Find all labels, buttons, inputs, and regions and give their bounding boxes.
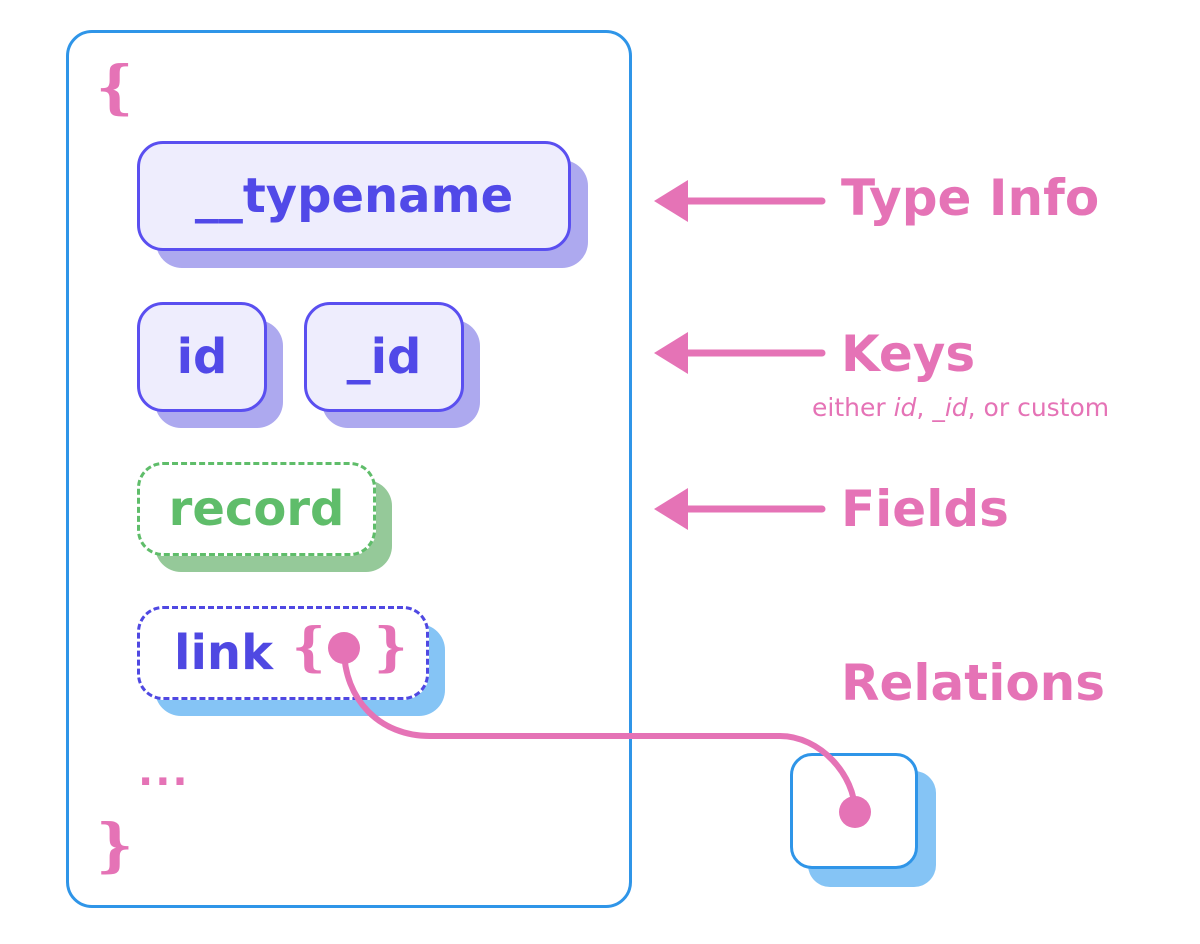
- keys-subtitle: either id, _id, or custom: [812, 395, 1109, 420]
- typename-chip: __typename: [137, 141, 571, 251]
- link-close-brace: }: [374, 617, 408, 678]
- more-fields-ellipsis: ...: [138, 749, 190, 795]
- keys-sub-sep: ,: [916, 393, 933, 422]
- keys-sub-underscore-id: _id: [932, 393, 968, 422]
- link-open-brace: {: [292, 617, 326, 678]
- keys-sub-prefix: either: [812, 393, 894, 422]
- id-label: id: [176, 329, 228, 385]
- relation-connector: [341, 645, 858, 815]
- underscore-id-label: _id: [346, 329, 422, 385]
- record-chip: record: [137, 462, 376, 556]
- arrow-keys: [654, 332, 826, 374]
- id-chip: id: [137, 302, 267, 412]
- arrow-type-info: [654, 180, 826, 222]
- close-brace: }: [96, 811, 134, 879]
- link-label: link: [174, 625, 273, 681]
- type-info-label: Type Info: [841, 169, 1100, 227]
- relations-label: Relations: [841, 654, 1106, 712]
- fields-label: Fields: [841, 480, 1009, 538]
- link-chip: link: [137, 606, 429, 700]
- underscore-id-chip: _id: [304, 302, 464, 412]
- relation-end-dot: [839, 796, 871, 828]
- open-brace: {: [96, 53, 134, 121]
- keys-sub-id: id: [893, 393, 917, 422]
- arrow-fields: [654, 488, 826, 530]
- typename-label: __typename: [194, 168, 514, 224]
- relation-start-dot: [328, 632, 360, 664]
- keys-sub-suffix: , or custom: [967, 393, 1110, 422]
- record-label: record: [168, 481, 345, 537]
- keys-label: Keys: [841, 325, 976, 383]
